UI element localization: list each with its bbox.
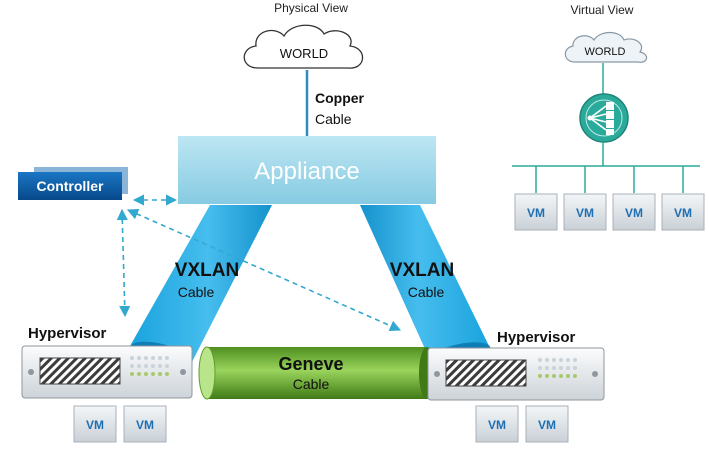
- controller-right-host-link: [126, 208, 402, 332]
- world-cloud: WORLD: [243, 24, 364, 69]
- vm-label: VM: [538, 418, 556, 432]
- geneve-cable-label: Cable: [293, 376, 330, 392]
- controller-box: Controller: [18, 167, 128, 200]
- vm-label: VM: [527, 206, 545, 220]
- vxlan-left-label: VXLAN: [175, 260, 239, 281]
- geneve-label: Geneve: [278, 354, 343, 374]
- vxlan-right-label: VXLAN: [390, 260, 454, 281]
- left-host-vm-1: VM: [73, 405, 117, 443]
- virtual-vm-2: VM: [563, 193, 607, 231]
- virtual-world-cloud: WORLD: [564, 31, 648, 63]
- router-icon: [579, 93, 629, 143]
- vm-drop-lines: [535, 166, 684, 193]
- vm-label: VM: [674, 206, 692, 220]
- right-hypervisor-server: [427, 347, 605, 401]
- vm-label: VM: [136, 418, 154, 432]
- vm-label: VM: [86, 418, 104, 432]
- left-hypervisor-server: [21, 345, 193, 399]
- vm-label: VM: [576, 206, 594, 220]
- right-host-vm-2: VM: [525, 405, 569, 443]
- virtual-vm-3: VM: [612, 193, 656, 231]
- appliance-label: Appliance: [254, 158, 359, 185]
- virtual-view-heading: Virtual View: [571, 3, 634, 17]
- physical-view-heading: Physical View: [274, 1, 348, 15]
- right-hypervisor-label: Hypervisor: [497, 329, 576, 346]
- vm-label: VM: [488, 418, 506, 432]
- right-host-vm-1: VM: [475, 405, 519, 443]
- vxlan-right-cable-label: Cable: [408, 284, 445, 300]
- left-hypervisor-label: Hypervisor: [28, 325, 107, 342]
- vxlan-left-cable-label: Cable: [178, 284, 215, 300]
- left-host-vm-2: VM: [123, 405, 167, 443]
- appliance-box: Appliance: [178, 136, 436, 204]
- vm-label: VM: [625, 206, 643, 220]
- virtual-vm-1: VM: [514, 193, 558, 231]
- virtual-vm-4: VM: [661, 193, 705, 231]
- controller-left-host-link: [116, 208, 131, 318]
- world-label: WORLD: [280, 46, 328, 61]
- virtual-world-label: WORLD: [585, 46, 626, 58]
- geneve-cable: Geneve Cable: [198, 346, 435, 400]
- copper-cable-label: Cable: [315, 111, 352, 127]
- controller-label: Controller: [37, 178, 104, 194]
- copper-label: Copper: [315, 90, 365, 106]
